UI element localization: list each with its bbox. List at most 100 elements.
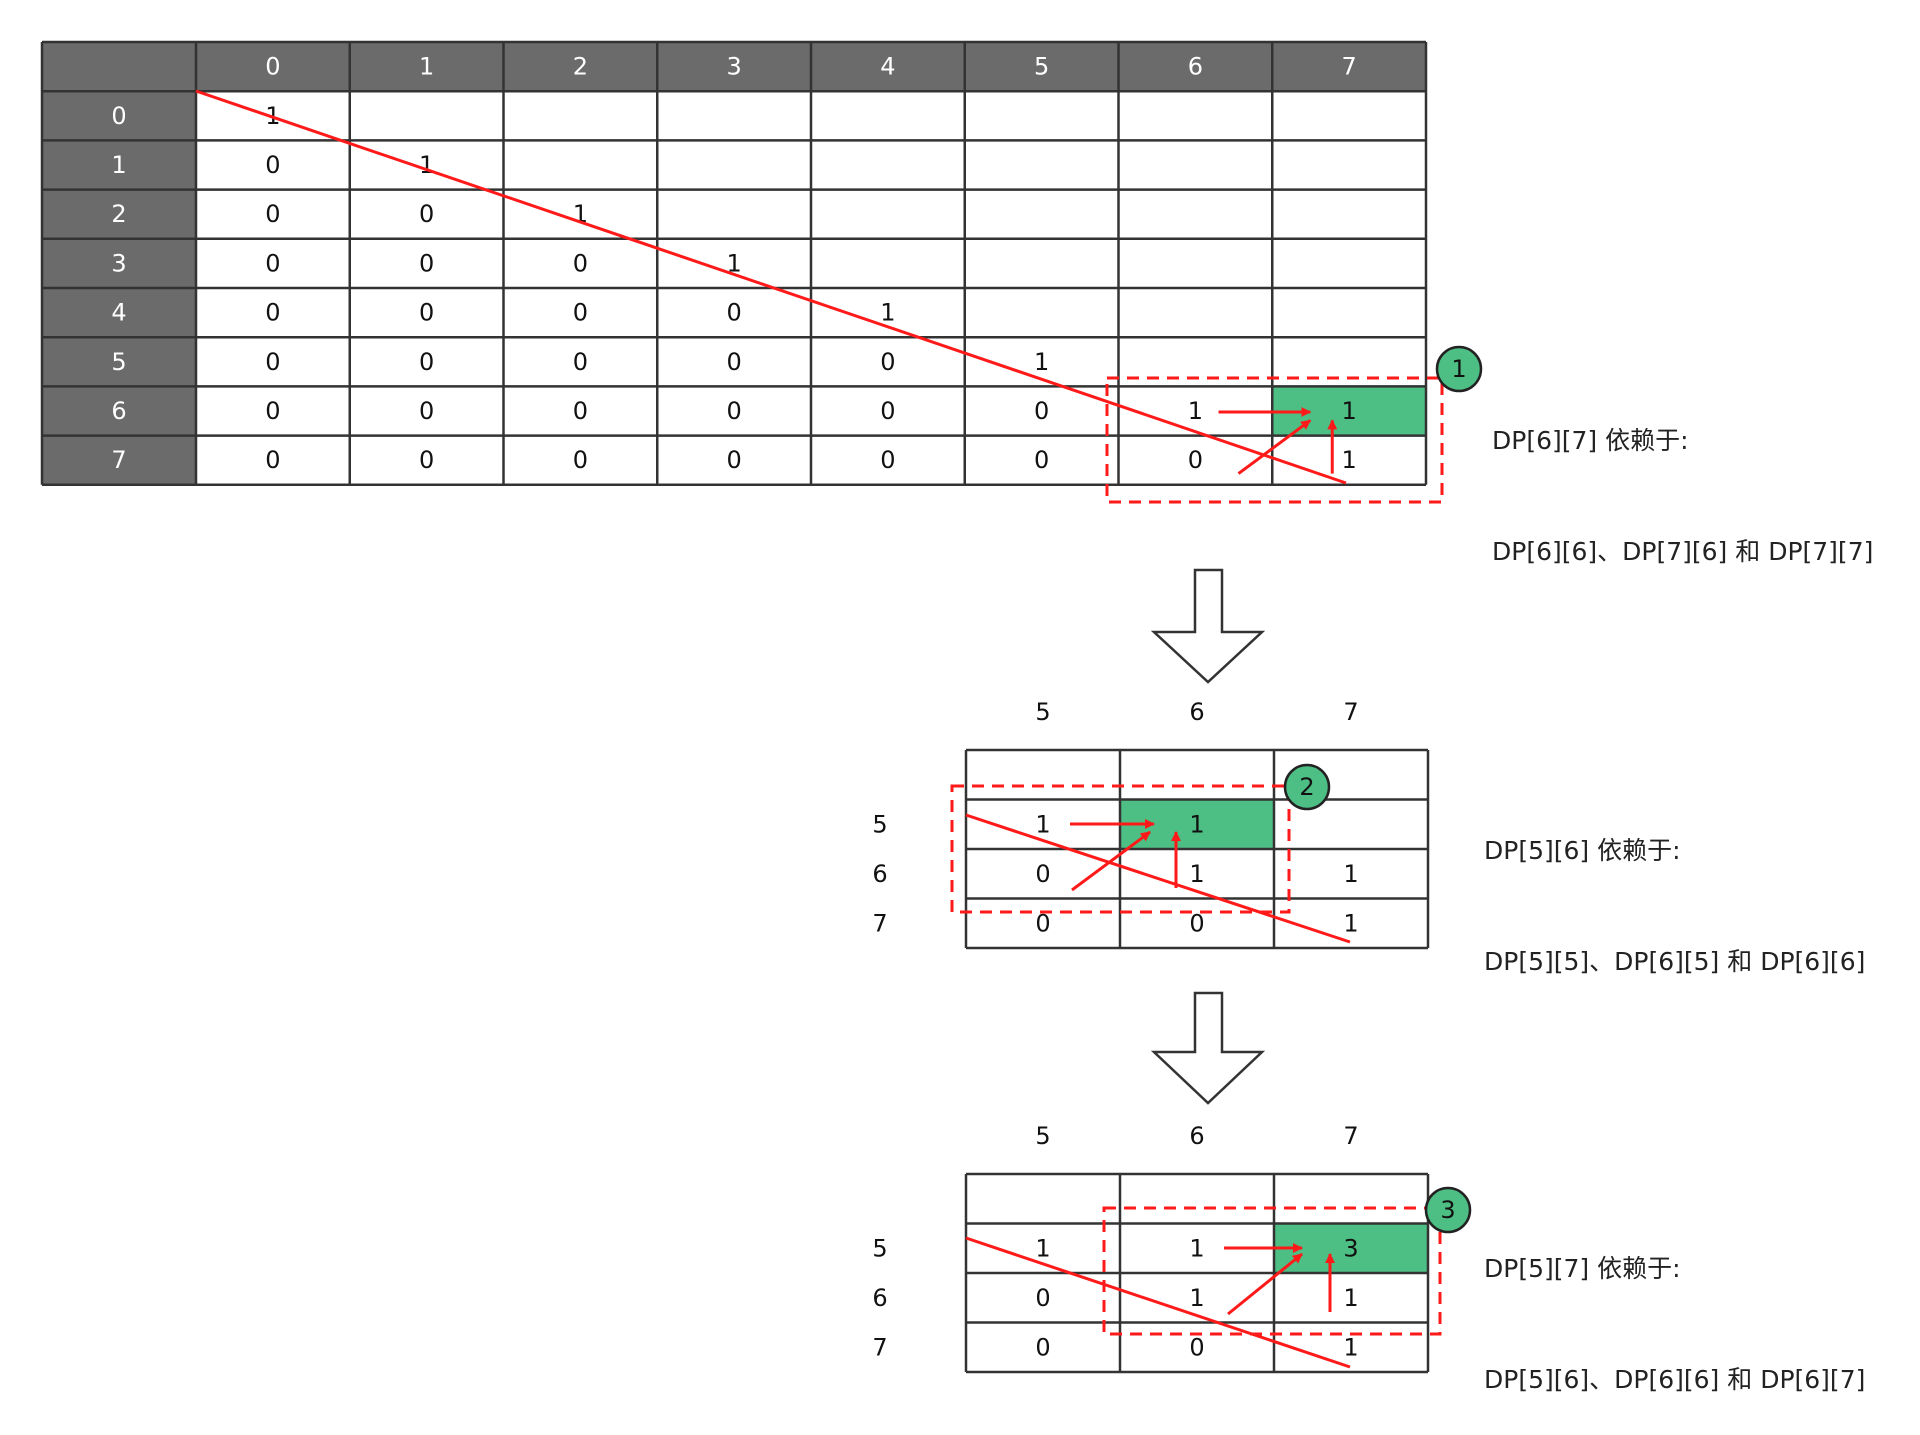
dp-diagram: 0123456701234567101001000100001000001000… — [40, 40, 1483, 1374]
step1-badge-label: 1 — [1451, 355, 1466, 383]
step3-row-label-0: 5 — [872, 1234, 887, 1262]
cell-4-2: 0 — [573, 299, 588, 327]
step3-col-label-0: 5 — [1035, 1122, 1050, 1150]
step1-dashed-box — [1105, 376, 1444, 504]
step2-cell-3-0: 0 — [1035, 909, 1050, 937]
step3-cell-3-2: 1 — [1343, 1333, 1358, 1361]
dp-main-table: 0123456701234567101001000100001000001000… — [40, 40, 1428, 487]
row-header-3: 3 — [111, 249, 126, 277]
cell-6-3: 0 — [726, 397, 741, 425]
step2-row-label-2: 7 — [872, 909, 887, 937]
cell-7-4: 0 — [880, 446, 895, 474]
cell-6-6: 1 — [1188, 397, 1203, 425]
step3-row-label-1: 6 — [872, 1284, 887, 1312]
cell-6-0: 0 — [265, 397, 280, 425]
step2-badge — [1283, 763, 1331, 811]
cell-7-0: 0 — [265, 446, 280, 474]
cell-5-4: 0 — [880, 348, 895, 376]
step3-arrow-diagonal-dependency — [1227, 1252, 1303, 1316]
cell-6-4: 0 — [880, 397, 895, 425]
cell-7-5: 0 — [1034, 446, 1049, 474]
step2-cell-1-1: 1 — [1189, 810, 1204, 838]
step3-cell-3-1: 0 — [1189, 1333, 1204, 1361]
step3-col-label-2: 7 — [1343, 1122, 1358, 1150]
step2-cell-2-1: 1 — [1189, 860, 1204, 888]
step2-diagonal-line — [965, 813, 1351, 944]
step3-cell-2-0: 0 — [1035, 1284, 1050, 1312]
step3-col-label-1: 6 — [1189, 1122, 1204, 1150]
row-header-1: 1 — [111, 151, 126, 179]
step3-cell-2-1: 1 — [1189, 1284, 1204, 1312]
cell-1-0: 0 — [265, 151, 280, 179]
step3-diagonal-line — [965, 1236, 1351, 1369]
step3-row-label-2: 7 — [872, 1333, 887, 1361]
step2-col-label-0: 5 — [1035, 698, 1050, 726]
step3-dashed-box — [1102, 1206, 1442, 1336]
col-header-1: 1 — [419, 53, 434, 81]
step3-badge — [1424, 1186, 1472, 1234]
row-header-6: 6 — [111, 397, 126, 425]
step2-dashed-box — [950, 784, 1291, 914]
step1-note-line1: DP[6][7] 依赖于: — [1492, 426, 1689, 455]
row-header-0: 0 — [111, 102, 126, 130]
step3-cell-1-1: 1 — [1189, 1234, 1204, 1262]
step2-col-label-2: 7 — [1343, 698, 1358, 726]
step2-note-line2: DP[5][5]、DP[6][5] 和 DP[6][6] — [1484, 947, 1866, 976]
step3-note-line2: DP[5][6]、DP[6][6] 和 DP[6][7] — [1484, 1365, 1866, 1394]
cell-2-1: 0 — [419, 200, 434, 228]
cell-7-6: 0 — [1188, 446, 1203, 474]
cell-7-3: 0 — [726, 446, 741, 474]
col-header-6: 6 — [1188, 53, 1203, 81]
step3-badge-label: 3 — [1440, 1196, 1455, 1224]
col-header-0: 0 — [265, 53, 280, 81]
cell-5-0: 0 — [265, 348, 280, 376]
step1-note: DP[6][7] 依赖于: DP[6][6]、DP[7][6] 和 DP[7][… — [1492, 348, 1873, 607]
cell-6-2: 0 — [573, 397, 588, 425]
cell-6-1: 0 — [419, 397, 434, 425]
row-header-7: 7 — [111, 446, 126, 474]
row-header-4: 4 — [111, 299, 126, 327]
row-header-column — [42, 42, 196, 485]
cell-5-1: 0 — [419, 348, 434, 376]
step2-row-label-1: 6 — [872, 860, 887, 888]
cell-7-7: 1 — [1341, 446, 1356, 474]
cell-5-3: 0 — [726, 348, 741, 376]
step3-cell-1-0: 1 — [1035, 1234, 1050, 1262]
step2-note: DP[5][6] 依赖于: DP[5][5]、DP[6][5] 和 DP[6][… — [1484, 758, 1865, 1017]
arrow-diagonal-dependency — [1237, 419, 1312, 475]
step2-arrow-diagonal-dependency — [1071, 830, 1151, 892]
dependency-overlays: 1 2 3 — [195, 89, 1483, 1369]
cell-4-4: 1 — [880, 299, 895, 327]
step2-cell-2-0: 0 — [1035, 860, 1050, 888]
cell-6-7: 1 — [1341, 397, 1356, 425]
main-diagonal-line — [195, 89, 1347, 485]
step2-cell-3-1: 0 — [1189, 909, 1204, 937]
step3-cell-3-0: 0 — [1035, 1333, 1050, 1361]
cell-4-3: 0 — [726, 299, 741, 327]
cell-3-0: 0 — [265, 249, 280, 277]
column-header-row — [42, 42, 1426, 92]
cell-5-2: 0 — [573, 348, 588, 376]
cell-4-0: 0 — [265, 299, 280, 327]
cell-2-0: 0 — [265, 200, 280, 228]
cell-7-1: 0 — [419, 446, 434, 474]
down-arrow-icon — [1150, 991, 1266, 1105]
row-header-5: 5 — [111, 348, 126, 376]
step2-cell-1-0: 1 — [1035, 810, 1050, 838]
step3-cell-1-2: 3 — [1343, 1234, 1358, 1262]
cell-3-3: 1 — [726, 249, 741, 277]
cell-1-1: 1 — [419, 151, 434, 179]
step2-badge-label: 2 — [1299, 773, 1314, 801]
cell-7-2: 0 — [573, 446, 588, 474]
col-header-4: 4 — [880, 53, 895, 81]
step3-note: DP[5][7] 依赖于: DP[5][6]、DP[6][6] 和 DP[6][… — [1484, 1176, 1865, 1435]
step2-cell-3-2: 1 — [1343, 909, 1358, 937]
step2-note-line1: DP[5][6] 依赖于: — [1484, 836, 1681, 865]
down-arrow-icon — [1150, 568, 1266, 684]
step1-badge — [1435, 345, 1483, 393]
cell-5-5: 1 — [1034, 348, 1049, 376]
cell-6-5: 0 — [1034, 397, 1049, 425]
cell-3-1: 0 — [419, 249, 434, 277]
step2-cell-2-2: 1 — [1343, 860, 1358, 888]
